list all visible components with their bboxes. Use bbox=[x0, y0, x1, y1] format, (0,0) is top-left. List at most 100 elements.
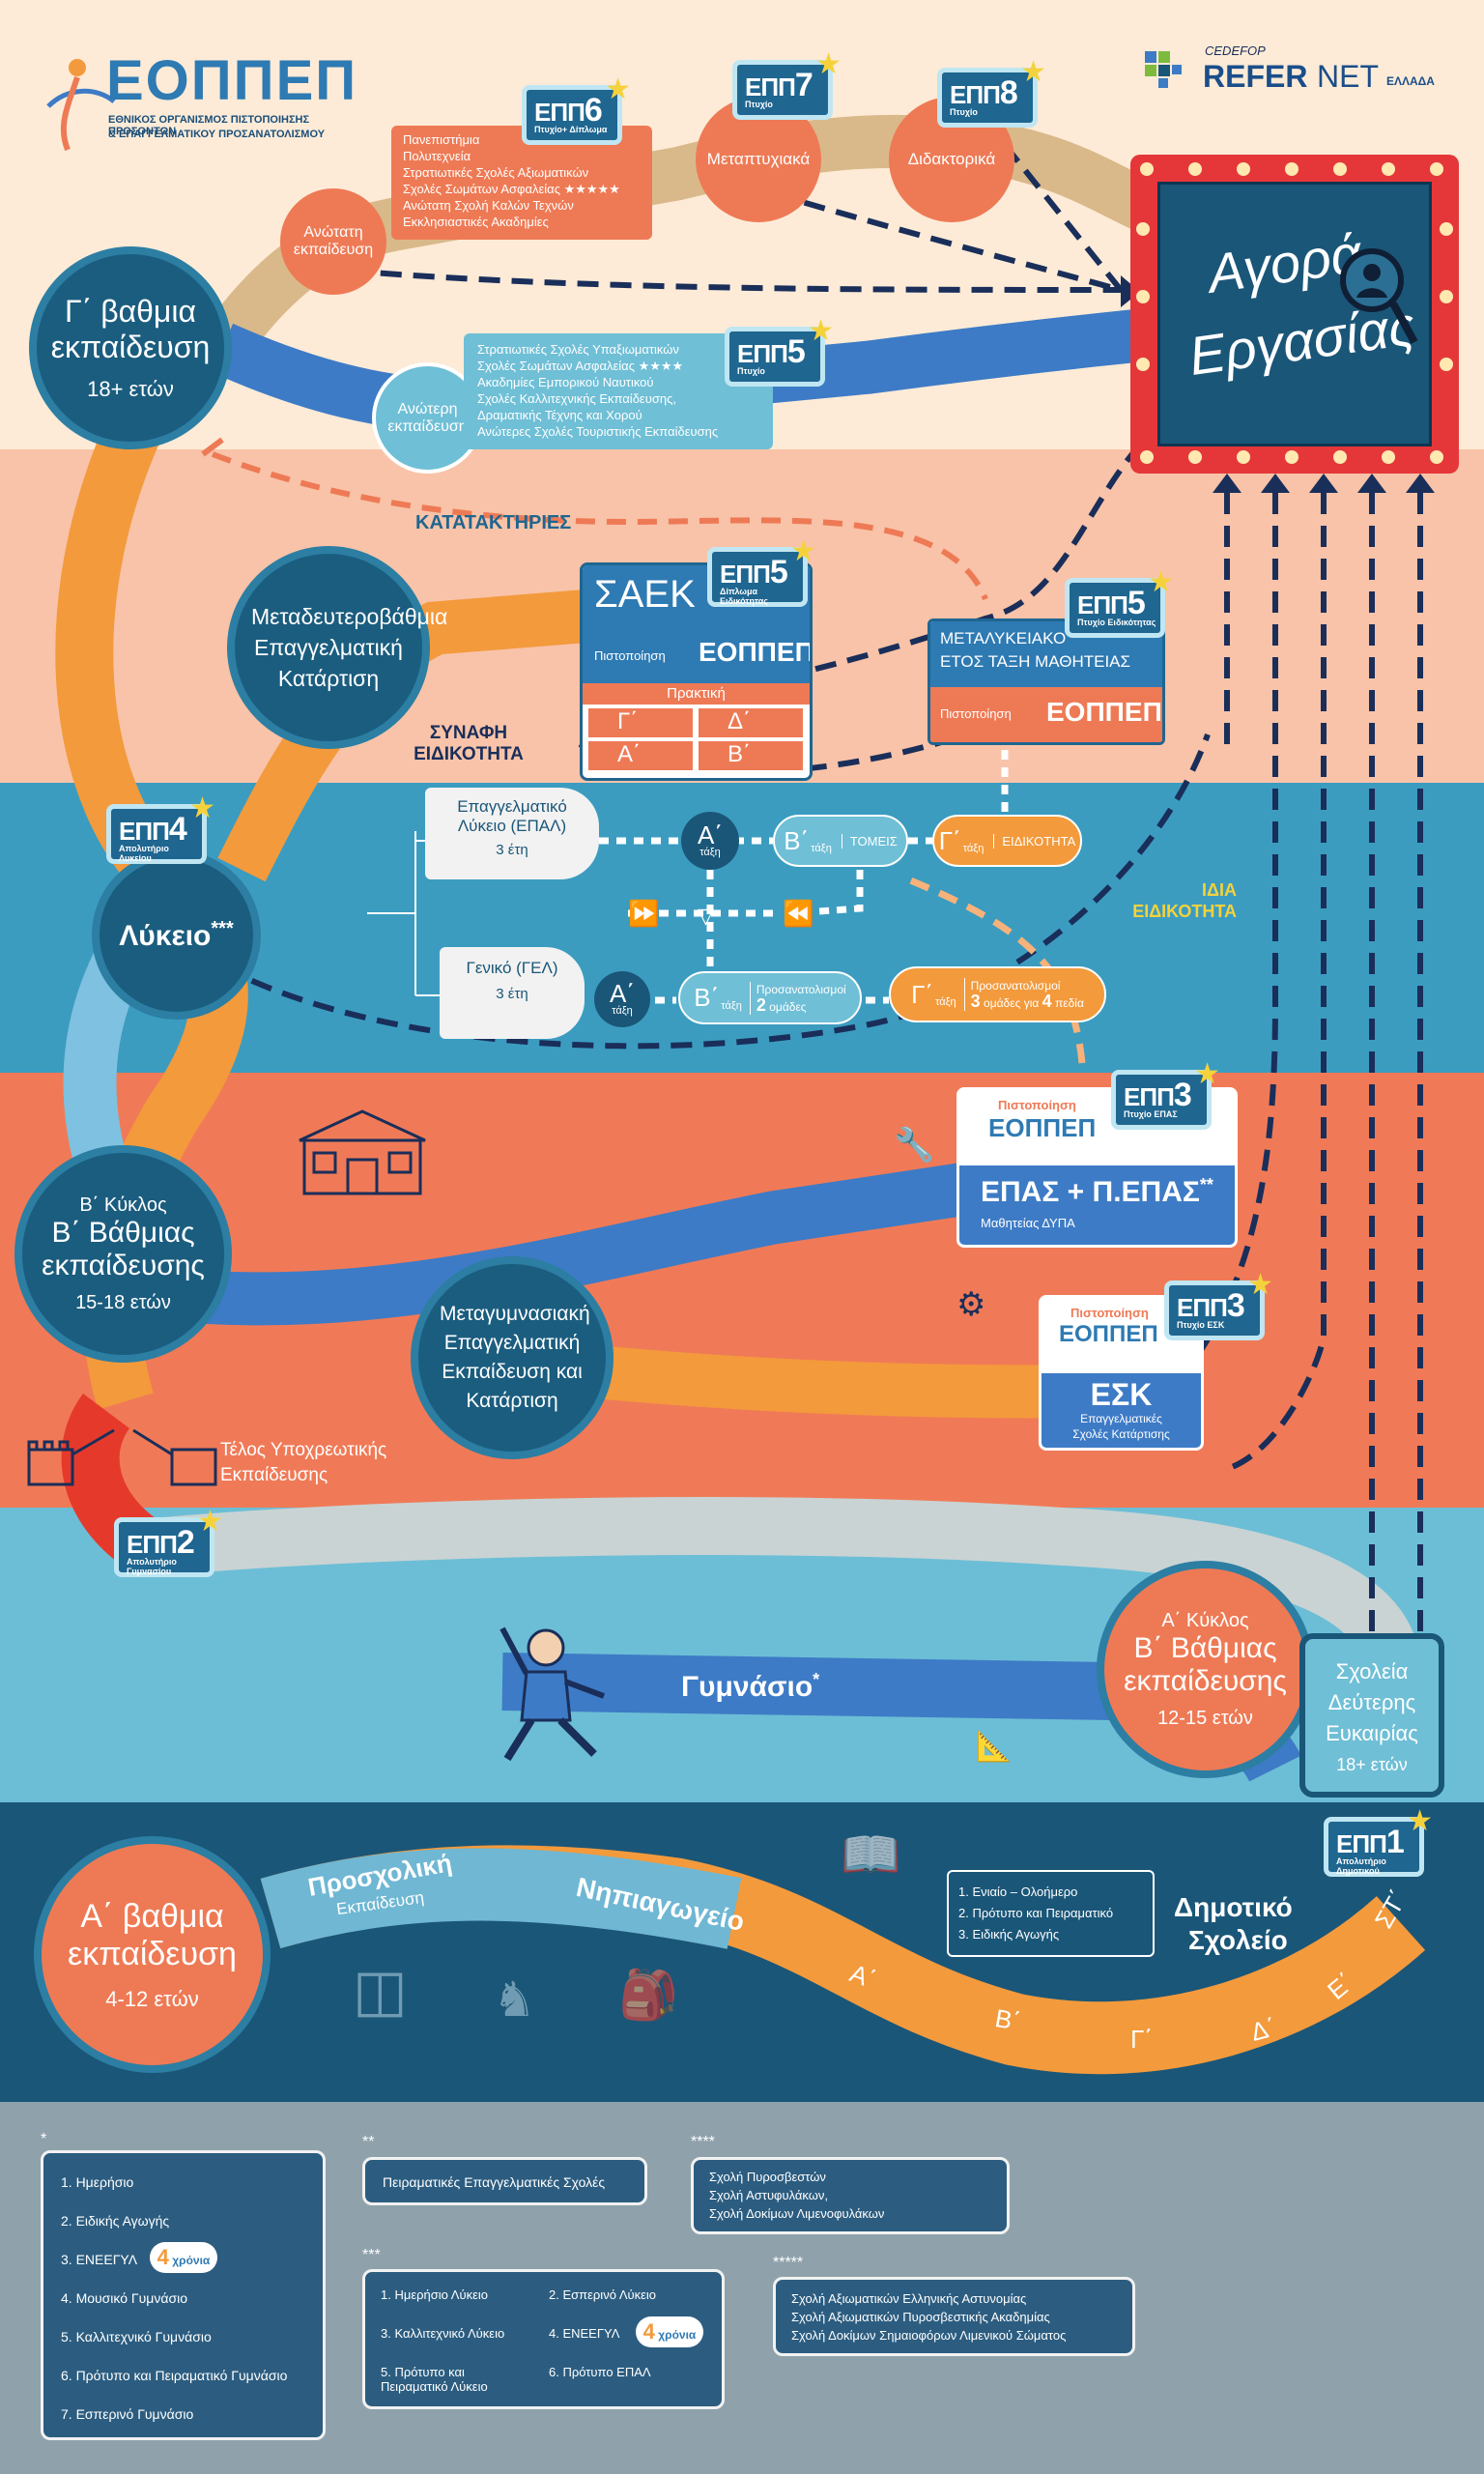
epp4-badge: ΕΠΠ4 Απολυτήριο Λυκείου ★ bbox=[106, 792, 215, 864]
second-chance-box: Σχολεία Δεύτερης Ευκαιρίας 18+ ετών bbox=[1299, 1633, 1444, 1798]
star-icon: ★ bbox=[605, 73, 631, 105]
upper-item-1: Στρατιωτικές Σχολές Υπαξιωματικών bbox=[477, 342, 679, 357]
tertiary-education-circle: Γ΄ βαθμια εκπαίδευση 18+ ετών bbox=[29, 246, 232, 449]
gel-grade-c-sub: τάξη bbox=[935, 996, 956, 1008]
rewind-icon: ⏪ bbox=[783, 899, 814, 928]
refernet-squares-icon bbox=[1145, 51, 1182, 88]
magnifier-icon bbox=[1340, 248, 1418, 344]
refernet-logo: CEDEFOP REFER NET ΕΛΛΑΔΑ bbox=[1145, 43, 1454, 101]
higher-item-1: Πανεπιστήμια bbox=[403, 132, 480, 147]
same-specialty-label: ΙΔΙΑ ΕΙΔΙΚΟΤΗΤΑ bbox=[1132, 880, 1237, 921]
epp8-title: ΕΠΠ8 bbox=[950, 74, 1018, 111]
upper-education-label: Ανώτερη εκπαίδευση bbox=[387, 400, 468, 435]
net-label: NET bbox=[1317, 59, 1379, 94]
gel-grade-a-label: Α΄ bbox=[610, 979, 635, 1008]
higher-education-label: Ανώτατη εκπαίδευση bbox=[293, 224, 374, 258]
epal-label: Επαγγελματικό Λύκειο (ΕΠΑΛ) bbox=[457, 797, 567, 835]
legend1-item-3: 3. ΕΝΕΕΓΥΛ bbox=[61, 2252, 138, 2267]
apprenticeship-cert-bar bbox=[930, 687, 1162, 742]
epp8-badge: ΕΠΠ8 Πτυχίο ★ bbox=[937, 56, 1046, 128]
epal-grade-b-label: Β΄ bbox=[784, 825, 810, 855]
epp5-saek-title: ΕΠΠ5 bbox=[720, 554, 788, 590]
gel-label: Γενικό (ΓΕΛ) bbox=[466, 959, 558, 977]
epp8-sub: Πτυχίο bbox=[950, 107, 978, 117]
legend3-item-5: 5. Πρότυπο και Πειραματικό Λύκειο bbox=[381, 2365, 488, 2394]
epp2-title: ΕΠΠ2 bbox=[127, 1524, 195, 1561]
epp5-upper-sub: Πτυχίο bbox=[737, 366, 765, 376]
gel-grade-a-sub: τάξη bbox=[612, 1005, 633, 1017]
drawbridge-icon bbox=[27, 1428, 217, 1486]
apprenticeship-eoppep-mark: ΕΟΠΠΕΠ bbox=[1046, 697, 1162, 727]
gel-grade-c-label: Γ΄ bbox=[911, 979, 934, 1009]
primary-type-3: 3. Ειδικής Αγωγής bbox=[958, 1927, 1060, 1942]
epal-years: 3 έτη bbox=[496, 842, 528, 858]
legend1-item-4: 4. Μουσικό Γυμνάσιο bbox=[61, 2290, 187, 2306]
shapes-icon: ◫ bbox=[353, 1958, 408, 2023]
epp5-upper-badge: ΕΠΠ5 Πτυχίο ★ bbox=[725, 315, 834, 387]
gel-years: 3 έτη bbox=[496, 986, 528, 1002]
legend1-item-1: 1. Ημερήσιο bbox=[61, 2174, 134, 2190]
legend5-item-1: Σχολή Αξιωματικών Ελληνικής Αστυνομίας bbox=[791, 2291, 1027, 2306]
legend4-item-1: Σχολή Πυροσβεστών bbox=[709, 2170, 826, 2184]
higher-item-4: Σχολές Σωμάτων Ασφαλείας ★★★★★ bbox=[403, 182, 620, 196]
legend-star3-mark: *** bbox=[362, 2247, 381, 2263]
epal-grade-b-sub: τάξη bbox=[811, 843, 832, 854]
esk-title: ΕΣΚ bbox=[1090, 1377, 1153, 1412]
epp4-sub: Απολυτήριο Λυκείου bbox=[119, 844, 169, 863]
transfer-exams-label: ΚΑΤΑΤΑΚΤΗΡΙΕΣ bbox=[415, 512, 572, 533]
esk-sub1: Επαγγελματικές bbox=[1080, 1412, 1162, 1425]
upper-item-6: Ανώτερες Σχολές Τουριστικής Εκπαίδευσης bbox=[477, 424, 719, 439]
legend-star1-mark: * bbox=[41, 2131, 47, 2147]
eoppep-figure-icon bbox=[46, 59, 116, 152]
lyceum-circle: Λύκειο*** bbox=[92, 850, 261, 1020]
legend2-item: Πειραματικές Επαγγελματικές Σχολές bbox=[383, 2174, 606, 2190]
star-icon: ★ bbox=[189, 792, 215, 824]
epal-grade-a-sub: τάξη bbox=[699, 847, 721, 858]
legend1-item-2: 2. Ειδικής Αγωγής bbox=[61, 2213, 170, 2229]
secondary-a-line1: Α΄ Κύκλος bbox=[1161, 1609, 1249, 1631]
saek-practice-label: Πρακτική bbox=[583, 683, 810, 705]
ruler-icon: 📐 bbox=[976, 1731, 1013, 1763]
epp3-esk-badge: ΕΠΠ3 Πτυχίο ΕΣΚ ★ bbox=[1164, 1269, 1273, 1340]
apprenticeship-cert-label: Πιστοποίηση bbox=[940, 706, 1012, 721]
school-building-icon bbox=[299, 1109, 426, 1195]
epal-grade-c-label: Γ΄ bbox=[938, 825, 961, 855]
epal-grade-b: Β΄ τάξη ΤΟΜΕΙΣ bbox=[773, 815, 908, 867]
star-icon: ★ bbox=[815, 48, 842, 80]
star-icon: ★ bbox=[808, 315, 834, 347]
legend-experimental-vocational: Πειραματικές Επαγγελματικές Σχολές bbox=[362, 2157, 647, 2205]
book-icon: 📖 bbox=[841, 1827, 901, 1882]
primary-line1: Α΄ βαθμια bbox=[80, 1897, 224, 1935]
epp5-apprentice-title: ΕΠΠ5 bbox=[1077, 585, 1146, 621]
post-compulsory-vet-label: Μεταγυμνασιακή Επαγγελματική Εκπαίδευση … bbox=[440, 1303, 590, 1412]
epp5-apprentice-sub: Πτυχίο Ειδικότητας bbox=[1077, 618, 1156, 627]
backpack-icon: 🎒 bbox=[618, 1968, 679, 2022]
epp3-epas-title: ΕΠΠ3 bbox=[1124, 1077, 1192, 1113]
epal-grade-a-label: Α΄ bbox=[698, 820, 723, 849]
post-secondary-circle: Μεταδευτεροβάθμια Επαγγελματική Κατάρτισ… bbox=[227, 546, 447, 749]
epp4-title: ΕΠΠ4 bbox=[119, 811, 187, 848]
tertiary-title-1: Γ΄ βαθμια bbox=[65, 294, 196, 329]
epal-grade-a: Α΄ τάξη bbox=[681, 812, 739, 870]
legend3-item-6: 6. Πρότυπο ΕΠΑΛ bbox=[549, 2365, 651, 2379]
legend-gymnasium-types: 1. Ημερήσιο 2. Ειδικής Αγωγής 3. ΕΝΕΕΓΥΛ… bbox=[41, 2150, 326, 2440]
primary-types-box: 1. Ενιαίο – Ολοήμερο 2. Πρότυπο και Πειρ… bbox=[947, 1870, 1155, 1957]
gel-grade-b-label: Β΄ bbox=[694, 983, 720, 1012]
logo-subtitle-1: ΕΘΝΙΚΟΣ ΟΡΓΑΝΙΣΜΟΣ ΠΙΣΤΟΠΟΙΗΣΗΣ ΠΡΟΣΟΝΤΩ… bbox=[108, 114, 310, 137]
epp3-epas-badge: ΕΠΠ3 Πτυχίο ΕΠΑΣ ★ bbox=[1111, 1058, 1220, 1130]
epp1-sub: Απολυτήριο Δημοτικού bbox=[1336, 1856, 1386, 1876]
grade-c-label: Γ΄ bbox=[1130, 2025, 1153, 2054]
higher-item-6: Εκκλησιαστικές Ακαδημίες bbox=[403, 215, 549, 229]
labour-market-sign: Αγορά Εργασίας bbox=[1130, 155, 1459, 474]
epas-bottom bbox=[959, 1165, 1235, 1245]
star-icon: ★ bbox=[1247, 1269, 1273, 1301]
epp2-sub: Απολυτήριο Γυμνασίου bbox=[127, 1557, 177, 1576]
logo-title: ΕΟΠΠΕΠ bbox=[106, 49, 358, 112]
higher-item-2: Πολυτεχνεία bbox=[403, 149, 471, 163]
epp5-apprentice-badge: ΕΠΠ5 Πτυχίο Ειδικότητας ★ bbox=[1065, 566, 1174, 638]
higher-education-circle: Ανώτατη εκπαίδευση bbox=[280, 188, 386, 295]
star-icon: ★ bbox=[1194, 1058, 1220, 1090]
tertiary-title-2: εκπαίδευση bbox=[50, 330, 211, 364]
epp7-badge: ΕΠΠ7 Πτυχίο ★ bbox=[732, 48, 842, 120]
